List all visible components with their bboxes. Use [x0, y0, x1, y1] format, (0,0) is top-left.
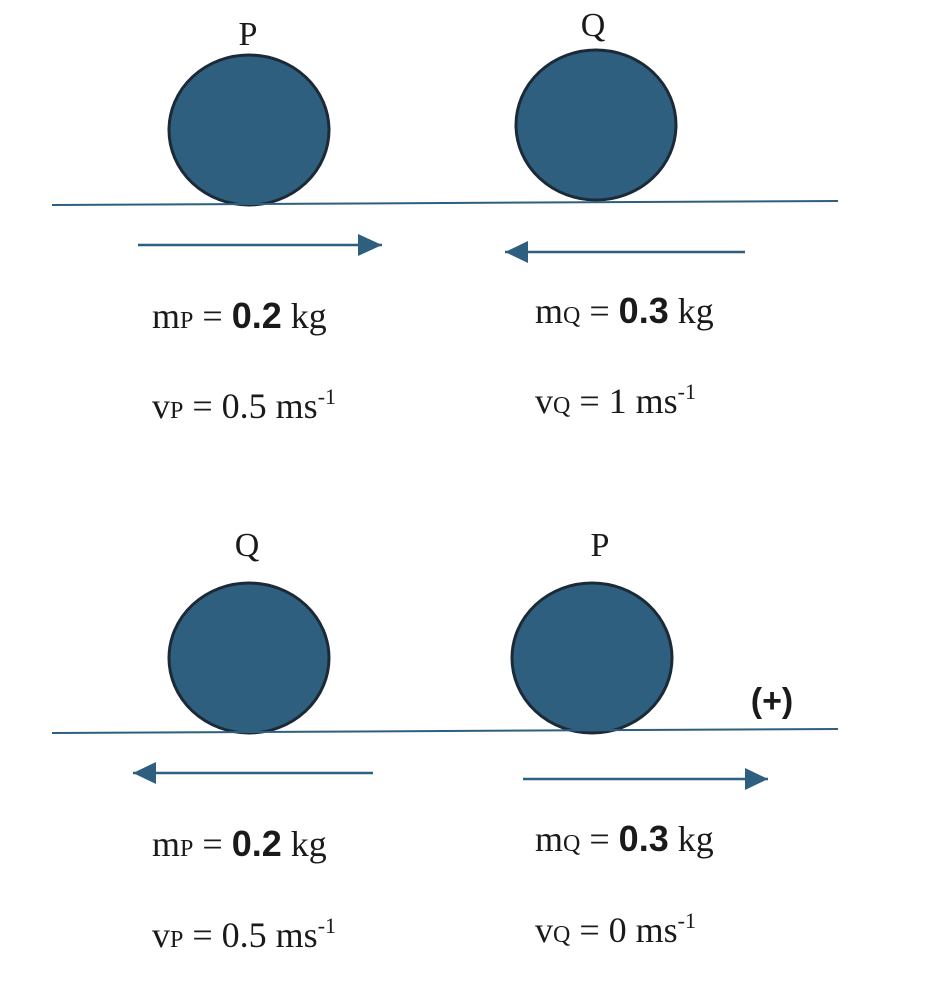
mass-symbol: m	[535, 819, 563, 859]
mass-symbol: m	[535, 291, 563, 331]
ball-p-label: P	[591, 527, 610, 564]
ball-p	[510, 581, 674, 735]
mass-subscript: P	[180, 308, 193, 334]
velocity-value: 0.5	[222, 386, 267, 426]
velocity-subscript: P	[170, 927, 183, 953]
ground-line	[51, 728, 839, 734]
velocity-value: 0.5	[222, 915, 267, 955]
velocity-arrow-q-head	[505, 241, 528, 263]
velocity-subscript: P	[170, 398, 183, 424]
velocity-arrow-p-head	[358, 234, 382, 256]
mass-value: 0.3	[619, 818, 669, 859]
mass-subscript: Q	[563, 831, 580, 857]
ground-line	[51, 200, 839, 206]
velocity-symbol: v	[152, 915, 170, 955]
mass-symbol: m	[152, 824, 180, 864]
velocity-q-label: vQ = 1 ms-1	[535, 379, 696, 421]
velocity-subscript: Q	[553, 922, 570, 948]
mass-symbol: m	[152, 296, 180, 336]
ball-p-label: P	[239, 16, 258, 53]
ball-q	[514, 48, 678, 202]
mass-subscript: Q	[563, 303, 580, 329]
ball-q-label: Q	[235, 527, 260, 564]
velocity-symbol: v	[152, 386, 170, 426]
mass-value: 0.2	[232, 823, 282, 864]
ball-q	[167, 581, 331, 735]
mass-unit: kg	[678, 819, 714, 859]
velocity-p-label: vP = 0.5 ms-1	[152, 384, 336, 426]
ball-q-label: Q	[581, 7, 606, 44]
mass-value: 0.2	[232, 295, 282, 336]
velocity-value: 0	[609, 910, 627, 950]
velocity-unit: ms	[636, 381, 678, 421]
velocity-arrow-p-head	[745, 768, 768, 790]
velocity-exponent: -1	[318, 384, 336, 409]
velocity-symbol: v	[535, 910, 553, 950]
velocity-exponent: -1	[678, 908, 696, 933]
velocity-unit: ms	[276, 915, 318, 955]
mass-p-label: mP = 0.2 kg	[152, 823, 327, 864]
mass-q-label: mQ = 0.3 kg	[535, 818, 714, 859]
velocity-arrow-q-head	[133, 762, 156, 784]
mass-subscript: P	[180, 836, 193, 862]
velocity-subscript: Q	[553, 393, 570, 419]
after-collision-panel: Q P (+) mP = 0.2 kg mQ = 0.3 kg vP = 0.5…	[51, 527, 839, 955]
velocity-p-label: vP = 0.5 ms-1	[152, 913, 336, 955]
velocity-unit: ms	[636, 910, 678, 950]
ball-p	[167, 53, 331, 207]
positive-direction-sign: (+)	[751, 682, 794, 720]
velocity-value: 1	[609, 381, 627, 421]
velocity-symbol: v	[535, 381, 553, 421]
before-collision-panel: P Q mP = 0.2 kg mQ = 0.3 kg vP = 0.5 ms-…	[51, 7, 839, 426]
mass-q-label: mQ = 0.3 kg	[535, 290, 714, 331]
mass-p-label: mP = 0.2 kg	[152, 295, 327, 336]
velocity-unit: ms	[276, 386, 318, 426]
mass-unit: kg	[678, 291, 714, 331]
velocity-q-label: vQ = 0 ms-1	[535, 908, 696, 950]
mass-unit: kg	[291, 296, 327, 336]
mass-value: 0.3	[619, 290, 669, 331]
velocity-exponent: -1	[318, 913, 336, 938]
mass-unit: kg	[291, 824, 327, 864]
velocity-exponent: -1	[678, 379, 696, 404]
